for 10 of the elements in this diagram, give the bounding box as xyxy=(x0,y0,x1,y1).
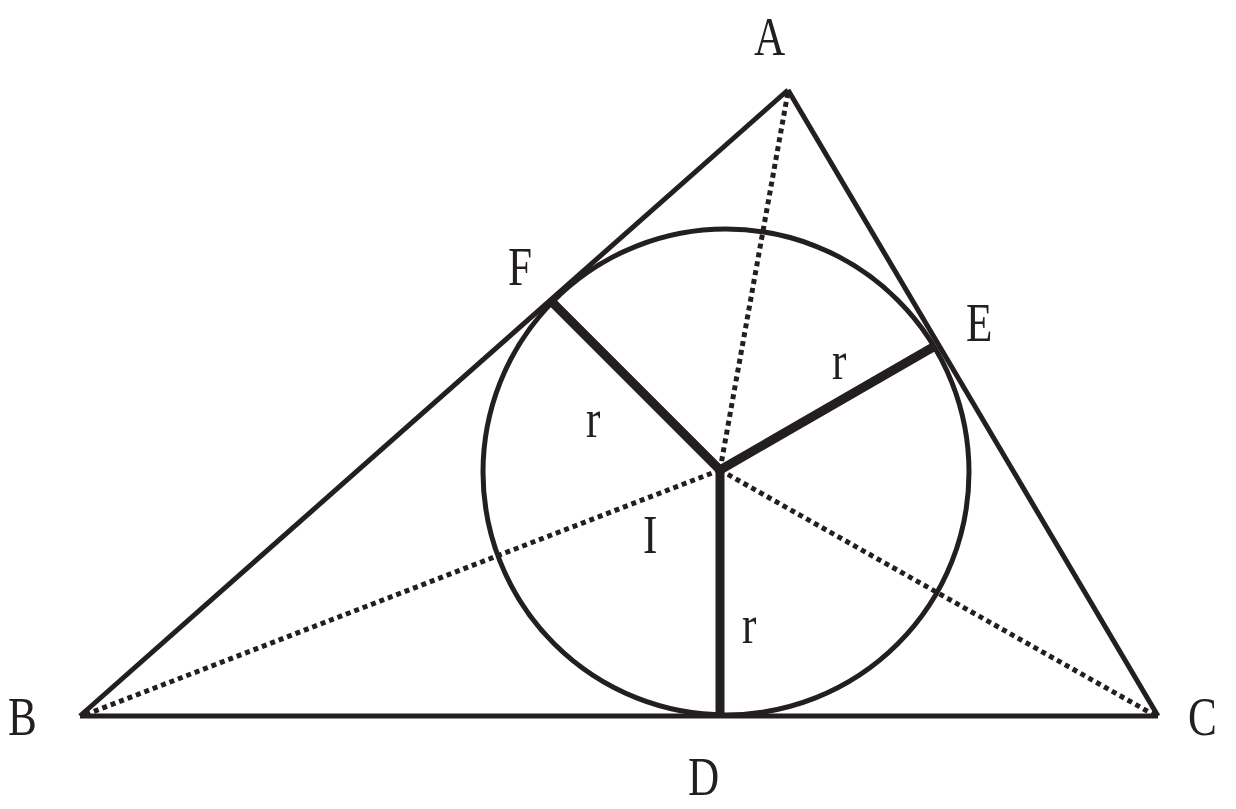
point-label: I xyxy=(643,508,658,562)
point-label: F xyxy=(508,240,533,294)
point-label: C xyxy=(1188,690,1217,744)
point-label: E xyxy=(966,296,993,350)
point-label: D xyxy=(688,750,720,804)
point-label: B xyxy=(8,690,37,744)
point-label: r xyxy=(832,334,847,388)
point-label: r xyxy=(586,392,601,446)
point-label: A xyxy=(754,10,786,64)
point-label: r xyxy=(742,598,757,652)
